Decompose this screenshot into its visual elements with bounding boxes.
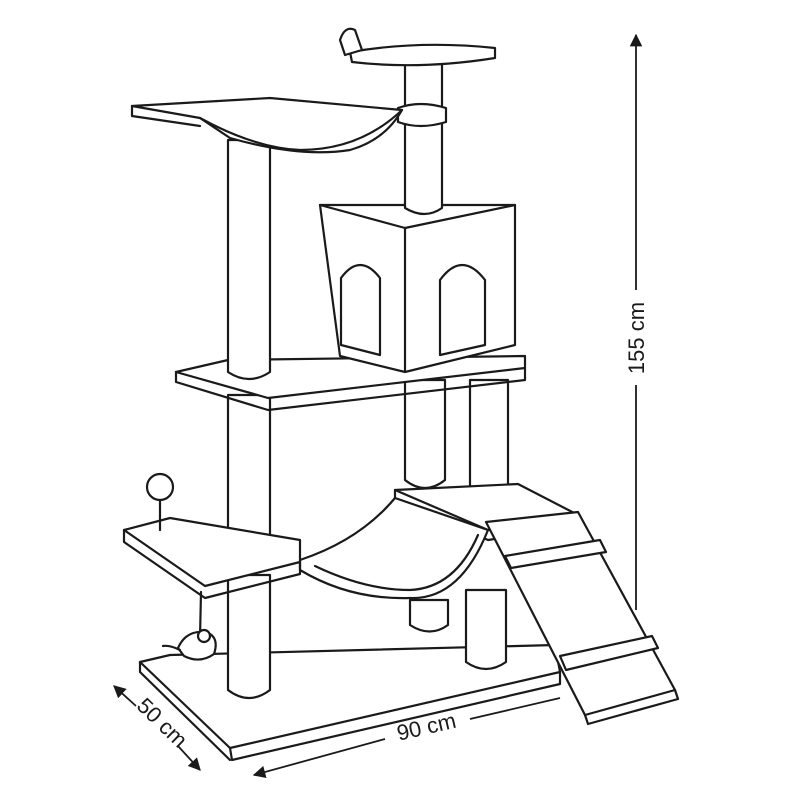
width-label: 90 cm [394,708,458,746]
ball-toy-icon [145,472,175,532]
top-hammock-bed [130,96,404,154]
left-tall-post [226,138,272,381]
height-label: 155 cm [624,302,649,374]
condo-box [318,203,517,374]
top-perch [338,27,497,67]
mouse-toy-icon [161,590,217,661]
ramp-ladder [484,510,680,726]
upper-post [396,60,448,216]
lower-hammock [298,496,490,600]
back-posts [403,378,510,671]
lower-left-platform [122,516,302,600]
height-dimension: 155 cm [624,33,649,610]
